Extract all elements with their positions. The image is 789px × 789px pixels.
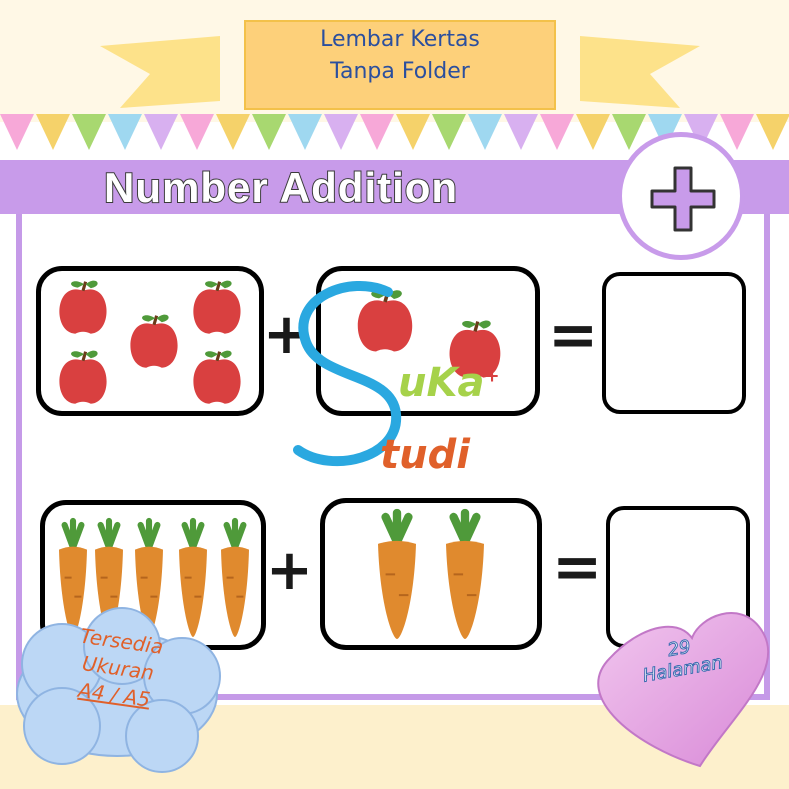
apple-icon	[59, 280, 241, 404]
bunting-flag	[648, 114, 682, 150]
banner-title: Lembar Kertas Tanpa Folder	[245, 24, 555, 88]
bunting-flag	[36, 114, 70, 150]
watermark-text-1: uKa+	[398, 360, 500, 406]
watermark-logo	[293, 280, 402, 467]
bunting-flags	[0, 114, 789, 150]
watermark-plus: +	[484, 365, 500, 387]
cloud-icon	[16, 607, 221, 773]
bunting-flag	[504, 114, 538, 150]
carrot-group-right	[320, 498, 542, 650]
bunting-flag	[180, 114, 214, 150]
bunting-flag	[216, 114, 250, 150]
bunting-flag	[432, 114, 466, 150]
carrot	[59, 517, 87, 637]
answer-box[interactable]	[602, 272, 746, 414]
bunting-flag	[144, 114, 178, 150]
bunting-flag	[108, 114, 142, 150]
bunting-flag	[252, 114, 286, 150]
page-title: Number Addition	[103, 163, 459, 212]
bunting-flag	[612, 114, 646, 150]
equals-operator: =	[548, 300, 599, 370]
bunting-flag	[720, 114, 754, 150]
plus-icon	[650, 166, 716, 232]
bunting-flag	[72, 114, 106, 150]
apple	[193, 350, 241, 404]
equals-operator: =	[552, 532, 603, 602]
carrot	[179, 517, 207, 637]
banner-line-2: Tanpa Folder	[330, 59, 470, 84]
bunting-flag	[396, 114, 430, 150]
bunting-flag	[684, 114, 718, 150]
apple-icon	[357, 290, 501, 378]
apple	[449, 320, 501, 378]
ribbon-banner-icon	[100, 20, 700, 110]
bunting-flag	[0, 114, 34, 150]
apple	[59, 350, 107, 404]
carrot	[446, 508, 484, 639]
bunting-flag	[756, 114, 789, 150]
bunting-flag	[576, 114, 610, 150]
apple	[59, 280, 107, 334]
watermark-part-1: uKa	[398, 360, 485, 406]
bunting-flag	[288, 114, 322, 150]
carrot-icon	[59, 517, 249, 637]
bunting-flag	[540, 114, 574, 150]
carrot	[221, 517, 249, 637]
apple-group-left	[36, 266, 264, 416]
watermark-part-2: tudi	[380, 432, 470, 478]
bunting-flag	[468, 114, 502, 150]
banner-line-1: Lembar Kertas	[320, 27, 480, 52]
carrot-icon	[378, 508, 484, 639]
plus-operator: +	[266, 538, 313, 603]
apple	[130, 314, 178, 368]
bunting-flag	[360, 114, 394, 150]
apple	[193, 280, 241, 334]
bunting-flag	[324, 114, 358, 150]
carrot	[378, 508, 416, 639]
heart-icon	[597, 612, 770, 768]
